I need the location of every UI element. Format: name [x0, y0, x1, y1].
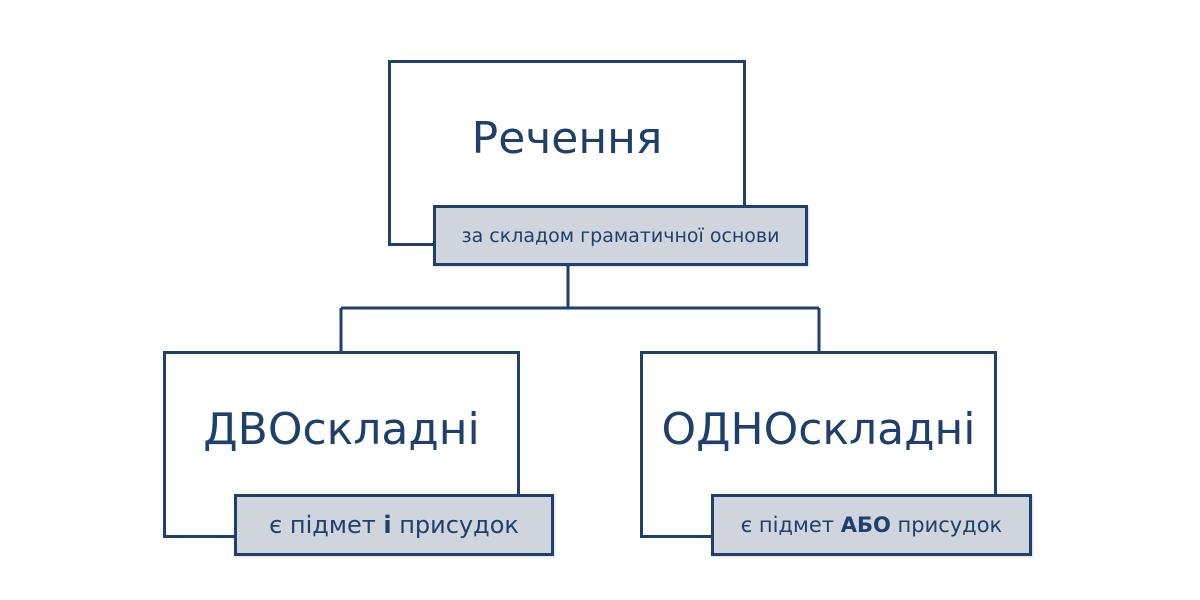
root-node-title: Речення	[471, 113, 663, 164]
left-node-title: ДВОскладні	[203, 404, 480, 455]
right-node-tag-before: є підмет	[740, 513, 841, 537]
right-node-tag-bold: АБО	[840, 513, 891, 537]
right-node-tag-after: присудок	[890, 513, 1003, 537]
left-node-tag: є підмет і присудок	[234, 494, 554, 556]
right-node-tag: є підмет АБО присудок	[711, 494, 1032, 556]
root-node-tag-text: за складом граматичної основи	[461, 224, 780, 247]
left-node-tag-before: є підмет	[269, 511, 384, 539]
root-node-tag: за складом граматичної основи	[433, 205, 808, 266]
left-node-tag-bold: і	[383, 511, 392, 539]
right-node-title: ОДНОскладні	[661, 404, 976, 455]
left-node-tag-after: присудок	[391, 511, 519, 539]
